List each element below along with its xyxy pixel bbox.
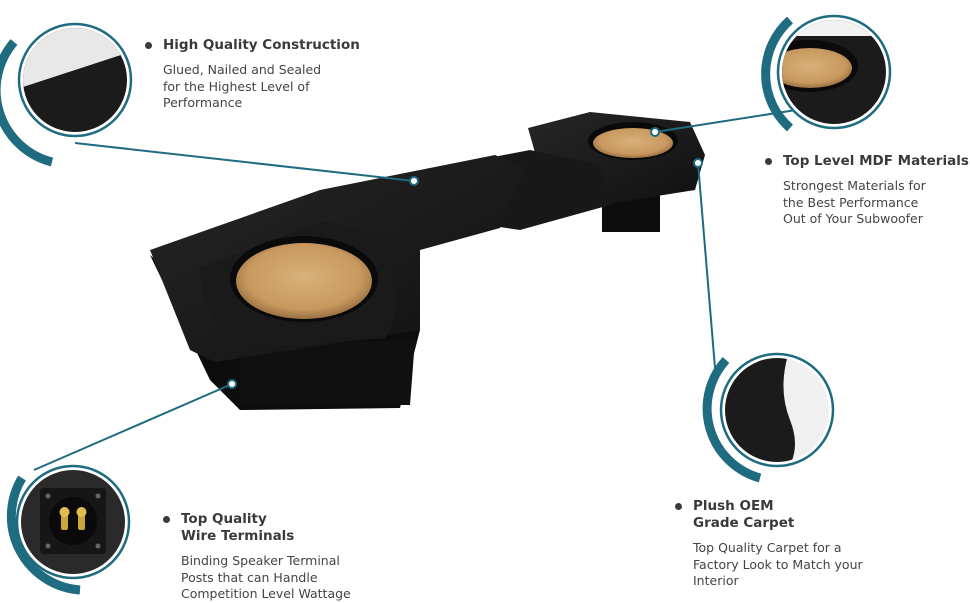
callout-title: Plush OEM Grade Carpet: [675, 498, 863, 532]
carpet-edge-detail-icon: [702, 352, 835, 483]
subwoofer-enclosure: [150, 112, 705, 410]
callout-description: Glued, Nailed and Sealed for the Highest…: [163, 62, 322, 110]
callout-terminals: Top Quality Wire Terminals Binding Speak…: [163, 511, 351, 603]
callout-title: Top Level MDF Materials: [765, 153, 969, 170]
carpet-corner-detail-icon: [0, 22, 133, 167]
terminal-cup-detail-icon: [6, 464, 131, 595]
callout-carpet: Plush OEM Grade Carpet Top Quality Carpe…: [675, 498, 863, 590]
callout-title: Top Quality Wire Terminals: [163, 511, 351, 545]
mdf-cutout-detail-icon: [761, 14, 892, 132]
connector-dots: [227, 127, 703, 389]
callout-description: Binding Speaker Terminal Posts that can …: [181, 553, 351, 601]
callout-description: Strongest Materials for the Best Perform…: [783, 178, 926, 226]
callout-mdf: Top Level MDF Materials Strongest Materi…: [765, 153, 969, 228]
callout-construction: High Quality Construction Glued, Nailed …: [145, 37, 360, 112]
callout-title: High Quality Construction: [145, 37, 360, 54]
callout-description: Top Quality Carpet for a Factory Look to…: [693, 540, 863, 588]
